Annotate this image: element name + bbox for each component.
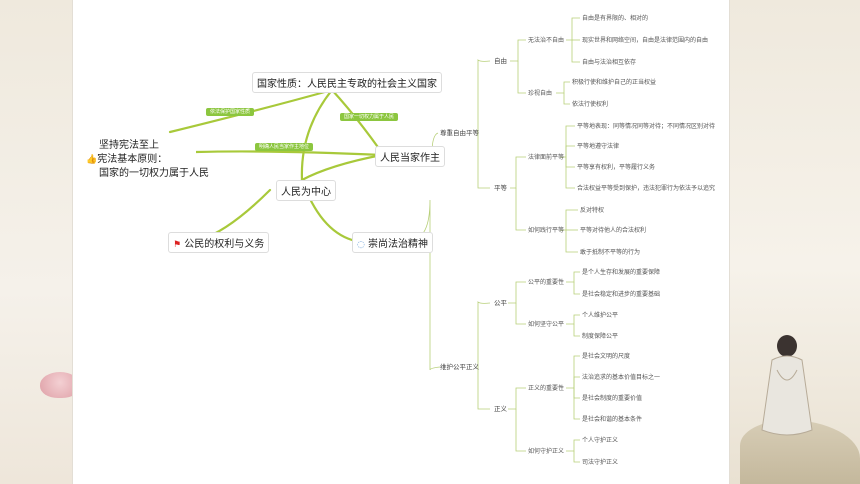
flag-icon: ⚑ <box>173 240 182 250</box>
branch-no-unlimited-freedom: 无法治不自由 <box>528 37 565 44</box>
branch-fairness: 公平 <box>494 299 507 307</box>
branch-equality: 平等 <box>494 184 507 192</box>
justice-item: 是社会制度的重要价值 <box>582 395 643 402</box>
constitution-line-2: 👍宪法基本原则： <box>86 154 167 166</box>
tag-people-master-status: 明确人民当家作主地位 <box>255 143 314 151</box>
law-item: 合法权益平等受到保护，违法犯罪行为依法予以追究 <box>577 185 716 192</box>
rule-of-law-node: ◌ 崇尚法治精神 <box>352 232 434 253</box>
central-node: 人民为中心 <box>276 180 336 201</box>
cherish-item: 积极行使和维护自己的正当权益 <box>572 79 657 86</box>
branch-freedom: 自由 <box>494 57 507 65</box>
fairness-item: 是个人生存和发展的重要保障 <box>582 269 661 276</box>
branch-how-practice-equality: 如何践行平等 <box>528 227 565 234</box>
cherish-item: 依法行使权利 <box>572 101 609 108</box>
practice-item: 反对特权 <box>580 207 605 214</box>
freedom-item: 现实世界和网络空间，自由是法律范围内的自由 <box>582 37 709 44</box>
constitution-line-1: 坚持宪法至上 <box>99 140 159 151</box>
background-left <box>0 0 72 484</box>
people-master-node: 人民当家作主 <box>375 146 445 167</box>
constitution-line-2-text: 宪法基本原则： <box>97 154 168 165</box>
thumbs-up-icon: 👍 <box>86 155 98 165</box>
freedom-item: 自由与法治相互依存 <box>582 59 637 66</box>
tag-power-belongs-people: 国家一切权力属于人民 <box>340 113 399 121</box>
practice-item: 敢于抵制不平等的行为 <box>580 249 641 256</box>
justice-item: 是社会文明的尺度 <box>582 353 631 360</box>
branch-importance-justice: 正义的重要性 <box>528 385 565 392</box>
tag-protect-state-nature: 依法保护国家性质 <box>206 108 255 116</box>
branch-maintain-fairness-justice: 维护公平正义 <box>440 363 479 371</box>
rights-node-label: 公民的权利与义务 <box>184 239 265 250</box>
branch-justice: 正义 <box>494 405 507 413</box>
rights-node: ⚑ 公民的权利与义务 <box>168 232 270 253</box>
freedom-item: 自由是有界限的、相对的 <box>582 15 649 22</box>
justice-item: 法治追求的基本价值目标之一 <box>582 374 661 381</box>
law-item: 平等地表现：同等情况同等对待；不同情况区别对待 <box>577 123 716 130</box>
branch-how-keep-justice: 如何守护正义 <box>528 448 565 455</box>
keep-item: 制度保障公平 <box>582 333 619 340</box>
constitution-line-3: 国家的一切权力属于人民 <box>99 168 209 179</box>
globe-icon: ◌ <box>357 240 365 250</box>
branch-how-keep-fairness: 如何坚守公平 <box>528 321 565 328</box>
keep-justice-item: 个人守护正义 <box>582 437 619 444</box>
justice-item: 是社会和谐的基本条件 <box>582 416 643 423</box>
branch-cherish-freedom: 珍视自由 <box>528 90 553 97</box>
branch-respect-freedom-equality: 尊重自由平等 <box>440 129 479 137</box>
law-item: 平等地遵守法律 <box>577 143 620 150</box>
branch-importance-fairness: 公平的重要性 <box>528 279 565 286</box>
classical-figure-decoration <box>761 335 813 436</box>
fairness-item: 是社会稳定和进步的重要基础 <box>582 291 661 298</box>
state-nature-node: 国家性质：人民民主专政的社会主义国家 <box>252 72 442 93</box>
keep-item: 个人维护公平 <box>582 312 619 319</box>
rule-of-law-label: 崇尚法治精神 <box>368 239 429 250</box>
practice-item: 平等对待他人的合法权利 <box>580 227 647 234</box>
constitution-box: 坚持宪法至上 👍宪法基本原则： 国家的一切权力属于人民 <box>84 137 209 183</box>
keep-justice-item: 司法守护正义 <box>582 459 619 466</box>
branch-equality-before-law: 法律面前平等 <box>528 154 565 161</box>
law-item: 平等享有权利，平等履行义务 <box>577 164 656 171</box>
